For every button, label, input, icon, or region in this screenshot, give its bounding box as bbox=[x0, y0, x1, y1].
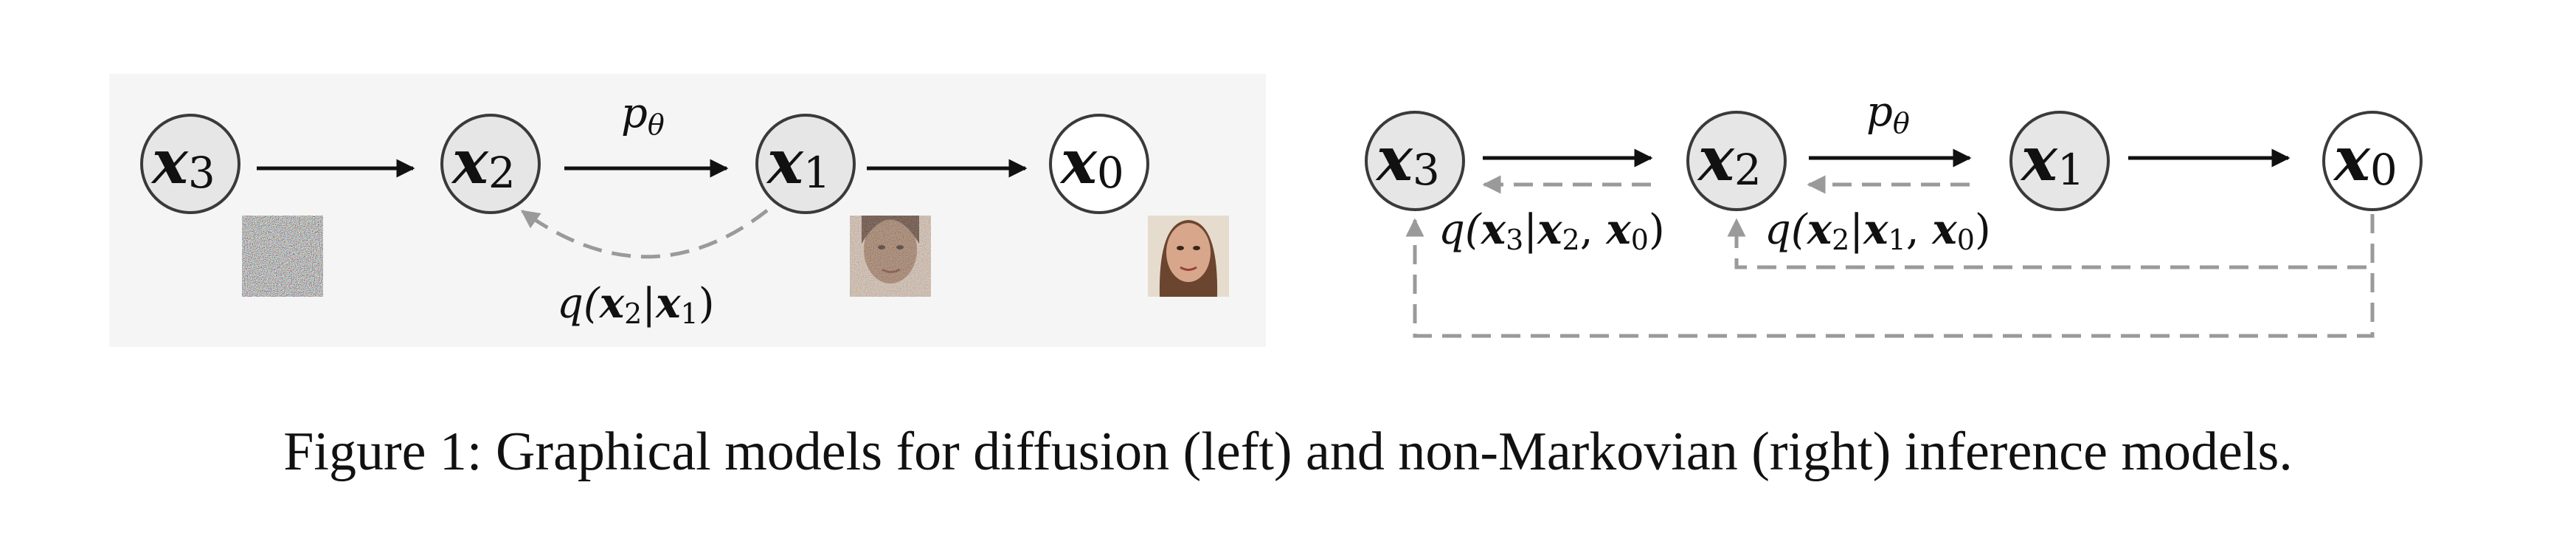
node-symbol: x bbox=[451, 127, 489, 198]
svg-text:x1: x1 bbox=[2020, 124, 2085, 195]
node-subscript: 1 bbox=[2057, 145, 2085, 195]
svg-text:x1: x1 bbox=[766, 127, 831, 198]
right-node-x0: x0 bbox=[2322, 111, 2423, 211]
p-theta-label: pθ bbox=[1866, 88, 1910, 140]
node-subscript: 1 bbox=[803, 148, 831, 198]
left-node-x2: x2 bbox=[440, 114, 541, 214]
left-node-x3: x3 bbox=[140, 114, 240, 214]
node-symbol: x bbox=[2020, 124, 2058, 195]
left-node-x0: x0 bbox=[1049, 114, 1149, 214]
node-subscript: 2 bbox=[488, 148, 516, 198]
left-panel-background bbox=[109, 74, 1266, 347]
node-symbol: x bbox=[1059, 127, 1098, 198]
left-diagram: x3 x2 x1 x0 pθ q(x2|x1) bbox=[109, 74, 1266, 347]
node-subscript: 3 bbox=[188, 148, 215, 198]
node-symbol: x bbox=[1375, 124, 1413, 195]
right-node-x2: x2 bbox=[1686, 111, 1787, 211]
svg-text:x3: x3 bbox=[1375, 124, 1440, 195]
dashed-path-x0-to-x2 bbox=[1727, 214, 2375, 269]
svg-text:x3: x3 bbox=[150, 127, 215, 198]
q-x2-given-x1-label: q(x2|x1) bbox=[557, 279, 715, 330]
node-subscript: 0 bbox=[1097, 148, 1124, 198]
right-diagram: x3 x2 x1 x0 pθ q(x3|x2, x0) q(x2|x1, x0) bbox=[1365, 88, 2423, 338]
right-node-x3: x3 bbox=[1365, 111, 1465, 211]
node-symbol: x bbox=[766, 127, 804, 198]
clean-face-image bbox=[1148, 216, 1229, 297]
noisy-face-image bbox=[850, 216, 931, 297]
q-x2-given-x1-x0-label: q(x2|x1, x0) bbox=[1765, 205, 1991, 256]
svg-text:x0: x0 bbox=[2333, 124, 2397, 195]
node-subscript: 0 bbox=[2370, 145, 2397, 195]
p-theta-label: pθ bbox=[621, 89, 665, 141]
svg-text:x2: x2 bbox=[451, 127, 516, 198]
dashed-arrow-x1-x2 bbox=[520, 209, 769, 259]
right-node-x1: x1 bbox=[2009, 111, 2110, 211]
q-x3-given-x2-x0-label: q(x3|x2, x0) bbox=[1438, 205, 1665, 256]
node-subscript: 2 bbox=[1734, 145, 1762, 195]
figure-caption: Figure 1: Graphical models for diffusion… bbox=[283, 422, 2293, 482]
node-symbol: x bbox=[1697, 124, 1735, 195]
node-symbol: x bbox=[150, 127, 189, 198]
dashed-path-x0-to-x3 bbox=[1405, 214, 2375, 338]
node-subscript: 3 bbox=[1413, 145, 1440, 195]
svg-text:x2: x2 bbox=[1697, 124, 1762, 195]
noise-image bbox=[242, 216, 323, 297]
node-symbol: x bbox=[2333, 124, 2371, 195]
svg-text:x0: x0 bbox=[1059, 127, 1124, 198]
left-node-x1: x1 bbox=[755, 114, 856, 214]
